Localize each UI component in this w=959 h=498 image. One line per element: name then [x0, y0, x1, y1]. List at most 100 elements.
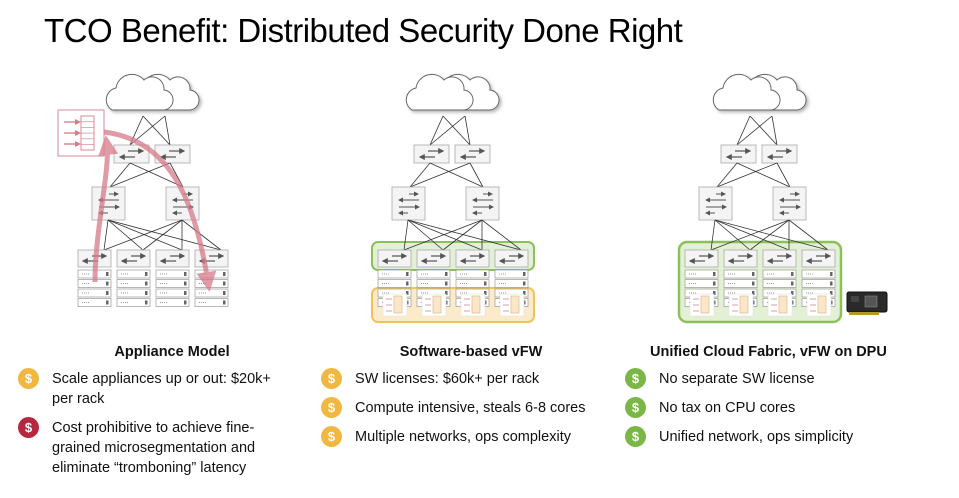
list-item: $ Cost prohibitive to achieve fine-grain… [18, 417, 308, 478]
column-appliance-model: Appliance Model $ Scale appliances up or… [18, 344, 308, 478]
tor-switch-box [455, 249, 490, 268]
server-port [830, 281, 833, 286]
switch-box [91, 186, 126, 221]
dollar-coin-icon: $ [625, 368, 646, 389]
server-rack-icon [684, 249, 719, 317]
link-line [107, 219, 144, 251]
cloud-icon [405, 73, 500, 111]
cloud-shape [712, 73, 781, 111]
link-line [109, 162, 171, 188]
spine-switch-icon [413, 144, 450, 164]
tor-switch-box [762, 249, 797, 268]
switch-box [391, 186, 426, 221]
firewall-instance-icon [728, 293, 754, 317]
server-port [713, 272, 716, 276]
tor-switch-box [494, 249, 529, 268]
link-line [142, 115, 171, 146]
dpu-heatsink [851, 296, 859, 302]
link-line [407, 219, 522, 251]
column-heading: Software-based vFW [399, 344, 543, 360]
server-unit [377, 269, 412, 279]
server-unit [801, 279, 836, 288]
server-unit [455, 279, 490, 288]
server-unit [377, 279, 412, 288]
dpu-connector [849, 312, 879, 315]
dpu-card-icon [846, 291, 888, 315]
server-port [523, 272, 526, 276]
link-line [409, 162, 431, 188]
server-port [184, 300, 187, 305]
server-unit [116, 269, 151, 279]
server-port [223, 272, 226, 276]
server-port [223, 300, 226, 305]
link-line [403, 219, 483, 251]
list-item: $ No separate SW license [625, 368, 915, 389]
cloud-icon [105, 73, 200, 111]
server-unit [116, 288, 151, 298]
server-port [713, 281, 716, 286]
server-port [223, 281, 226, 286]
server-port [184, 272, 187, 276]
link-line [181, 219, 222, 251]
server-port [445, 281, 448, 286]
column-software-vfw: Software-based vFW $ SW licenses: $60k+ … [321, 344, 611, 447]
link-line [736, 115, 773, 146]
brick-wall-icon [817, 295, 827, 314]
server-port [106, 272, 109, 276]
firewall-instance-icon [806, 293, 832, 317]
brick-wall-icon [778, 295, 788, 314]
server-unit [194, 298, 229, 307]
server-unit [116, 279, 151, 288]
tor-switch-box [684, 249, 719, 268]
server-unit [116, 298, 151, 307]
firewall-instance-icon [421, 293, 447, 317]
dollar-coin-icon: $ [321, 368, 342, 389]
server-port [406, 291, 409, 295]
link-line [407, 219, 483, 251]
dollar-coin-icon: $ [321, 397, 342, 418]
server-rack-icon [801, 249, 836, 317]
server-port [484, 291, 487, 295]
item-text: No tax on CPU cores [659, 400, 796, 416]
server-port [713, 291, 716, 295]
link-line [788, 219, 829, 251]
server-port [106, 281, 109, 286]
tor-switch-box [723, 249, 758, 268]
server-unit [494, 269, 529, 279]
item-text: Compute intensive, steals 6-8 cores [355, 400, 586, 416]
server-unit [684, 279, 719, 288]
server-port [791, 281, 794, 286]
link-line [776, 162, 791, 188]
slide-title: TCO Benefit: Distributed Security Done R… [44, 12, 683, 49]
link-line [469, 162, 484, 188]
server-port [752, 281, 755, 286]
link-line [442, 115, 471, 146]
item-text: Cost prohibitive to achieve fine-grained… [52, 420, 256, 476]
server-port [145, 281, 148, 286]
server-unit [77, 298, 112, 307]
server-port [791, 272, 794, 276]
link-line [714, 219, 790, 251]
link-line [749, 219, 790, 251]
link-line [716, 162, 778, 188]
cloud-shape [105, 73, 174, 111]
link-line [714, 219, 751, 251]
server-rack-icon [194, 249, 229, 307]
link-line [714, 219, 829, 251]
link-line [429, 162, 484, 188]
switch-box [772, 186, 807, 221]
list-item: $ Scale appliances up or out: $20k+ per … [18, 368, 308, 409]
server-port [830, 272, 833, 276]
server-rack-icon [723, 249, 758, 317]
link-line [429, 115, 466, 146]
server-port [106, 300, 109, 305]
server-port [752, 272, 755, 276]
tor-switch-box [801, 249, 836, 268]
link-line [716, 162, 738, 188]
link-line [142, 219, 183, 251]
firewall-highlight-zone [371, 287, 535, 323]
dollar-coin-icon: $ [321, 426, 342, 447]
list-item: $ Multiple networks, ops complexity [321, 426, 611, 447]
link-line [409, 162, 471, 188]
server-unit [455, 269, 490, 279]
